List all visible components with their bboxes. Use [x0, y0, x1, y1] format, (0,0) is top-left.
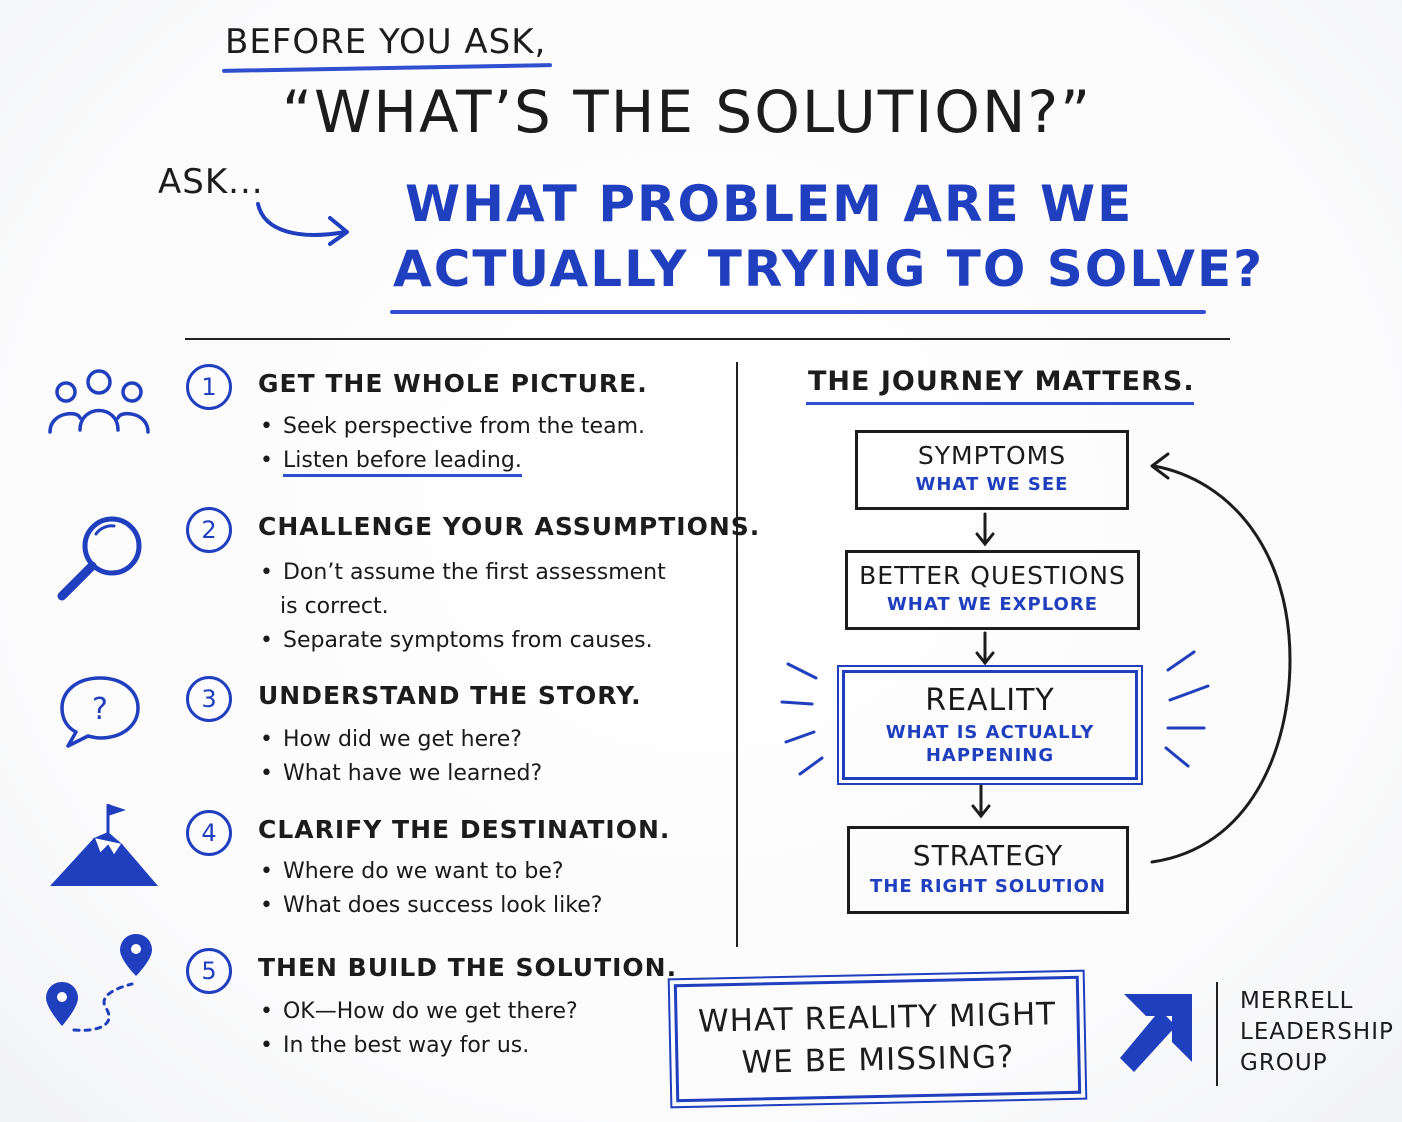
people-group-icon: [48, 369, 150, 434]
strategy-subtitle: THE RIGHT SOLUTION: [870, 876, 1106, 897]
before-you-ask-text: BEFORE YOU ASK,: [225, 22, 547, 62]
better-questions-title: BETTER QUESTIONS: [859, 561, 1126, 590]
step-1-number: 1: [186, 364, 232, 410]
emphasis-lines-left-icon: [780, 662, 824, 776]
ask-text: ASK...: [158, 162, 264, 202]
reality-subtitle: WHAT IS ACTUALLY: [885, 722, 1095, 743]
symptoms-subtitle: WHAT WE SEE: [915, 474, 1069, 495]
callout-line2: WE BE MISSING?: [741, 1039, 1015, 1081]
down-arrow-icon: [975, 512, 995, 547]
step-4-bullets: Where do we want to be? What does succes…: [260, 855, 602, 923]
reality-missing-callout: WHAT REALITY MIGHT WE BE MISSING?: [667, 969, 1088, 1109]
symptoms-title: SYMPTOMS: [917, 441, 1067, 470]
step-4-title: CLARIFY THE DESTINATION.: [258, 815, 671, 844]
step-5-title: THEN BUILD THE SOLUTION.: [258, 953, 678, 982]
symptoms-box: SYMPTOMS WHAT WE SEE: [855, 430, 1129, 510]
step-2-bullet: Separate symptoms from causes.: [260, 624, 666, 658]
step-4-bullet: What does success look like?: [260, 889, 602, 923]
route-map-pins-icon: [46, 934, 152, 1032]
callout-line1: WHAT REALITY MIGHT: [697, 996, 1057, 1040]
step-3-number: 3: [186, 676, 232, 722]
company-logo-arrow-icon: [1120, 994, 1192, 1072]
step-3-bullet: How did we get here?: [260, 723, 542, 757]
better-questions-subtitle: WHAT WE EXPLORE: [886, 594, 1099, 615]
step-3-title: UNDERSTAND THE STORY.: [258, 681, 642, 710]
problem-question-line2: ACTUALLY TRYING TO SOLVE?: [393, 240, 1265, 298]
step-1-bullet: Seek perspective from the team.: [260, 410, 645, 444]
step-2-title: CHALLENGE YOUR ASSUMPTIONS.: [258, 512, 761, 541]
step-2-bullet: Don’t assume the first assessment: [260, 556, 666, 590]
whats-the-solution-heading: “WHAT’S THE SOLUTION?”: [282, 78, 1093, 146]
reality-title: REALITY: [925, 683, 1055, 718]
step-5-bullet: In the best way for us.: [260, 1029, 578, 1063]
step-2-bullet-continued: is correct.: [280, 594, 389, 619]
vertical-divider: [736, 362, 738, 947]
step-4-number: 4: [186, 810, 232, 856]
step-1-title: GET THE WHOLE PICTURE.: [258, 369, 648, 398]
before-underline: [221, 63, 553, 73]
strategy-box: STRATEGY THE RIGHT SOLUTION: [847, 826, 1129, 914]
reality-subtitle-line2: HAPPENING: [925, 745, 1055, 766]
step-4-bullet: Where do we want to be?: [260, 855, 602, 889]
question-speech-bubble-icon: ?: [60, 676, 140, 748]
feedback-loop-arrow-icon: [1150, 452, 1292, 864]
magnifying-glass-icon: [57, 516, 142, 601]
down-arrow-icon: [975, 631, 995, 666]
step-3-bullets: How did we get here? What have we learne…: [260, 723, 542, 791]
step-2-bullets: Don’t assume the first assessment is cor…: [260, 556, 666, 658]
problem-question-line1: WHAT PROBLEM ARE WE: [405, 175, 1134, 233]
better-questions-box: BETTER QUESTIONS WHAT WE EXPLORE: [845, 550, 1140, 630]
curved-arrow-icon: [256, 202, 349, 246]
logo-divider: [1216, 982, 1218, 1086]
emphasis-lines-right-icon: [1164, 650, 1210, 768]
svg-text:?: ?: [92, 692, 108, 727]
step-3-bullet: What have we learned?: [260, 757, 542, 791]
step-2-number: 2: [186, 507, 232, 553]
step-1-bullets: Seek perspective from the team. Listen b…: [260, 410, 645, 478]
step-5-bullets: OK—How do we get there? In the best way …: [260, 995, 578, 1063]
reality-box: REALITY WHAT IS ACTUALLY HAPPENING: [837, 665, 1143, 785]
mountain-flag-icon: [50, 804, 158, 886]
horizontal-divider: [185, 338, 1230, 340]
down-arrow-icon: [971, 784, 991, 819]
step-5-number: 5: [186, 948, 232, 994]
problem-underline: [390, 310, 1206, 314]
company-name: MERRELL LEADERSHIP GROUP: [1240, 988, 1394, 1076]
step-1-bullet: Listen before leading.: [260, 444, 645, 478]
strategy-title: STRATEGY: [912, 839, 1064, 872]
journey-title: THE JOURNEY MATTERS.: [808, 366, 1195, 397]
journey-underline: [806, 402, 1194, 405]
step-5-bullet: OK—How do we get there?: [260, 995, 578, 1029]
